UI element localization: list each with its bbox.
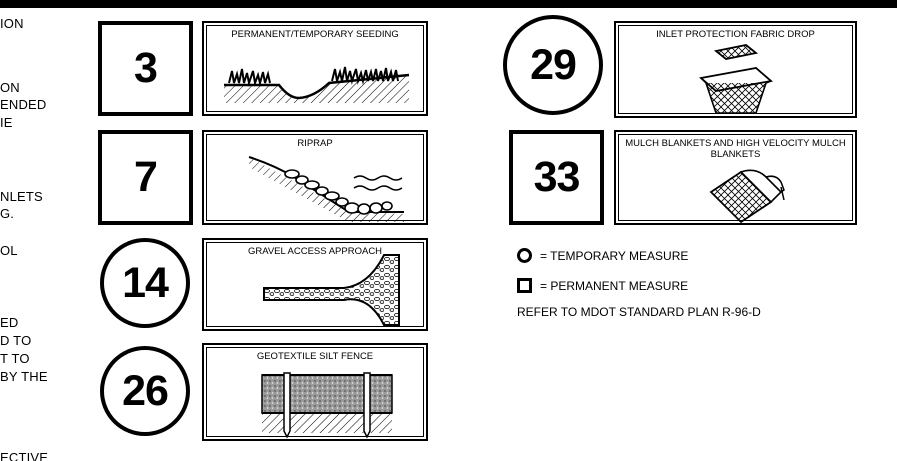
note-fragment: IE (0, 115, 13, 130)
note-fragment: D TO (0, 333, 32, 348)
measure-number-33-square: 33 (509, 130, 604, 225)
measure-number-29-circle: 29 (503, 15, 603, 115)
legend-reference-note: REFER TO MDOT STANDARD PLAN R-96-D (517, 305, 761, 319)
note-fragment: ON (0, 80, 20, 95)
measure-title: PERMANENT/TEMPORARY SEEDING (231, 29, 399, 40)
circle-symbol-icon (517, 248, 532, 264)
measure-panel-seeding: PERMANENT/TEMPORARY SEEDING (202, 21, 428, 116)
measure-panel-gravel-access: GRAVEL ACCESS APPROACH (202, 238, 428, 331)
measure-panel-riprap: RIPRAP (202, 130, 428, 225)
inlet-protection-illustration-icon (698, 44, 774, 114)
measure-panel-inlet-protection: INLET PROTECTION FABRIC DROP (614, 21, 857, 118)
note-fragment: ENDED (0, 97, 47, 112)
note-fragment: T TO (0, 351, 30, 366)
measure-number-14-circle: 14 (100, 238, 190, 328)
measure-title: INLET PROTECTION FABRIC DROP (656, 29, 815, 40)
legend-temporary: = TEMPORARY MEASURE (517, 248, 689, 264)
note-fragment: ECTIVE (0, 450, 49, 461)
measure-title: GRAVEL ACCESS APPROACH (247, 246, 383, 257)
measure-number-26-circle: 26 (100, 346, 190, 436)
left-cut-off-notes: ION ON ENDED IE NLETS G. OL ED D TO T TO… (0, 0, 80, 461)
note-fragment: G. (0, 206, 15, 221)
square-symbol-icon (517, 278, 532, 294)
silt-fence-illustration-icon (261, 372, 393, 439)
measure-number-7-square: 7 (98, 130, 193, 225)
gravel-access-illustration-icon (263, 254, 400, 326)
measure-title: RIPRAP (297, 138, 333, 149)
legend-temporary-text: = TEMPORARY MEASURE (540, 248, 689, 263)
note-fragment: BY THE (0, 369, 48, 384)
note-fragment: ION (0, 16, 24, 31)
measure-panel-mulch-blankets: MULCH BLANKETS AND HIGH VELOCITY MULCH B… (614, 130, 857, 225)
legend-permanent-text: = PERMANENT MEASURE (540, 278, 689, 293)
measure-title: MULCH BLANKETS AND HIGH VELOCITY MULCH B… (625, 138, 846, 160)
legend-permanent: = PERMANENT MEASURE (517, 278, 689, 294)
note-fragment: OL (0, 243, 18, 258)
note-fragment: ED (0, 315, 19, 330)
mulch-blanket-illustration-icon (709, 169, 785, 224)
note-fragment: NLETS (0, 189, 43, 204)
measure-panel-silt-fence: GEOTEXTILE SILT FENCE (202, 343, 428, 441)
riprap-illustration-icon (248, 156, 404, 222)
measure-number-3-square: 3 (98, 21, 193, 116)
top-border-bar (0, 0, 897, 8)
seeding-illustration-icon (224, 66, 410, 103)
measure-title: GEOTEXTILE SILT FENCE (256, 351, 374, 362)
